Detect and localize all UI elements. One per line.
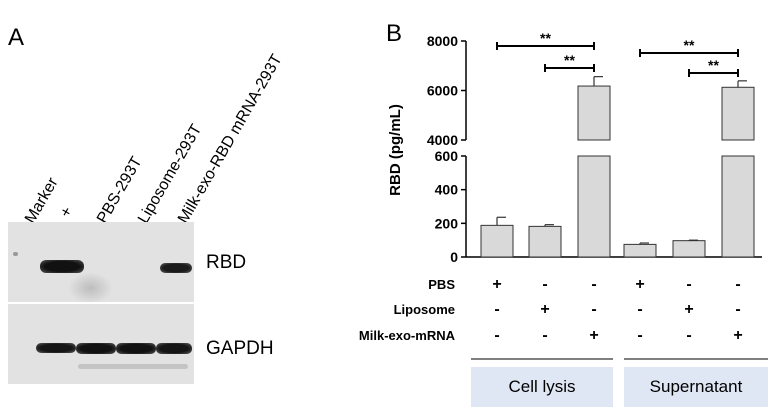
treatment-sign: - [542,327,547,344]
blot-band [76,343,116,354]
group-label-supernatant: Supernatant [624,367,768,407]
blot-band [36,343,76,353]
bar [577,155,611,258]
blot-band [156,343,192,354]
y-tick-label: 8000 [427,33,458,49]
bar [721,155,755,258]
bar [528,225,562,258]
y-axis-label: RBD (pg/mL) [387,104,404,196]
y-tick-label: 200 [435,215,459,231]
treatment-sign: - [686,276,691,293]
y-tick-label: 0 [450,249,458,265]
treatment-sign: - [542,276,547,293]
treatment-sign: - [494,301,499,318]
treatment-row-label: PBS [428,277,455,292]
significance-label: ** [564,52,575,68]
y-tick-label: 600 [435,148,459,164]
treatment-sign: - [735,276,740,293]
treatment-sign: + [635,276,644,293]
blot-smear [68,272,113,302]
treatment-row-label: Milk-exo-mRNA [359,328,456,343]
bar-upper [721,86,755,141]
treatment-sign: + [589,327,598,344]
bar-upper [577,85,611,141]
significance-label: ** [540,30,551,46]
bar [672,240,706,258]
band-label-rbd: RBD [206,252,247,273]
bar [480,224,514,258]
treatment-sign: - [735,301,740,318]
blot-band [160,263,192,273]
band-label-gapdh: GAPDH [206,338,274,359]
y-tick-label: 4000 [427,132,458,148]
group-label-cell-lysis: Cell lysis [471,367,613,407]
treatment-sign: + [733,327,742,344]
y-tick-label: 6000 [427,83,458,99]
panel-b-letter: B [386,20,403,47]
panel-a-letter: A [8,24,25,51]
y-tick-label: 400 [435,182,459,198]
gapdh-blot [8,304,194,384]
treatment-sign: - [637,301,642,318]
blot-dot [13,252,18,256]
blot-band [116,343,156,354]
treatment-sign: + [684,301,693,318]
treatment-sign: - [494,327,499,344]
treatment-sign: - [686,327,691,344]
treatment-row-label: Liposome [394,302,455,317]
blot-band [40,260,84,273]
significance-label: ** [684,37,695,53]
treatment-sign: - [591,301,596,318]
treatment-sign: - [591,276,596,293]
bar [623,243,657,258]
treatment-sign: + [492,276,501,293]
treatment-sign: - [637,327,642,344]
blot-faint-band [78,364,188,369]
rbd-blot [8,222,194,302]
treatment-sign: + [540,301,549,318]
significance-label: ** [708,57,719,73]
